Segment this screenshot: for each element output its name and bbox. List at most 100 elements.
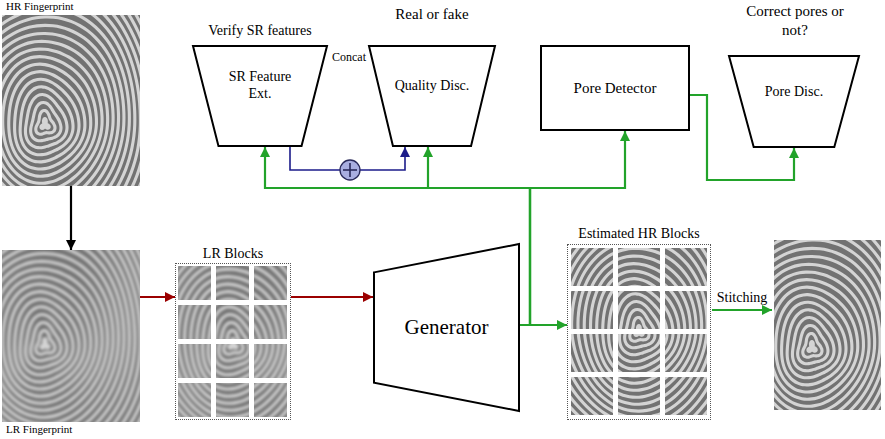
- ridge-line: [665, 248, 707, 286]
- ridge-line: [216, 344, 249, 378]
- ridge-line: [618, 334, 660, 372]
- ridge-line: [254, 383, 287, 417]
- ridge-line: [571, 291, 613, 329]
- fingerprint-block: [216, 305, 249, 339]
- ridge-line: [665, 334, 707, 372]
- ridge-line: [254, 266, 287, 300]
- ridge-line: [178, 344, 211, 378]
- ridge-line: [618, 248, 660, 286]
- ridge-line: [2, 250, 140, 422]
- ridge-line: [216, 305, 249, 339]
- ridge-line: [216, 344, 249, 378]
- ridge-line: [665, 334, 707, 372]
- ridge-line: [618, 377, 660, 415]
- ridge-line: [254, 266, 287, 300]
- ridge-line: [216, 344, 249, 378]
- ridge-line: [665, 377, 707, 415]
- ridge-line: [2, 15, 140, 186]
- ridge-line: [254, 266, 287, 300]
- ridge-line: [216, 305, 249, 339]
- ridge-line: [178, 266, 211, 300]
- ridge-line: [618, 377, 660, 397]
- ridge-line: [178, 383, 211, 417]
- ridge-line: [178, 344, 211, 378]
- ridge-line: [216, 344, 249, 378]
- ridge-line: [571, 334, 613, 372]
- ridge-line: [571, 248, 613, 286]
- ridge-line: [254, 305, 287, 339]
- fingerprint-block: [178, 266, 211, 300]
- ridge-line: [31, 102, 61, 140]
- ridge-line: [665, 377, 707, 415]
- ridge-line: [178, 344, 211, 378]
- ridge-line: [618, 334, 660, 372]
- ridge-line: [216, 266, 249, 300]
- ridge-line: [571, 334, 613, 372]
- ridge-line: [571, 291, 613, 329]
- ridge-line: [618, 377, 660, 415]
- ridge-line: [618, 334, 660, 372]
- ridge-line: [216, 305, 249, 339]
- ridge-line: [571, 377, 613, 415]
- ridge-line: [665, 334, 707, 372]
- ridge-line: [774, 240, 881, 410]
- ridge-line: [178, 266, 211, 300]
- ridge-line: [665, 334, 707, 372]
- ridge-line: [178, 266, 211, 300]
- ridge-line: [571, 377, 613, 415]
- ridge-line: [178, 305, 211, 339]
- ridge-line: [178, 344, 211, 378]
- step-label: Stitching: [704, 289, 780, 307]
- ridge-line: [254, 266, 287, 300]
- ridge-line: [216, 305, 249, 339]
- ridge-line: [618, 248, 660, 286]
- annotation-text: Correct pores or not?: [736, 2, 854, 40]
- annotation-text: Real or fake: [372, 5, 492, 24]
- ridge-line: [665, 291, 707, 329]
- ridge-line: [216, 266, 249, 300]
- ridge-line: [665, 248, 707, 286]
- ridge-line: [618, 334, 660, 372]
- ridge-line: [618, 291, 660, 329]
- ridge-line: [216, 344, 249, 378]
- ridge-line: [178, 305, 211, 339]
- ridge-line: [254, 383, 287, 417]
- ridge-line: [2, 25, 119, 186]
- ridge-line: [665, 334, 707, 372]
- ridge-line: [618, 291, 660, 329]
- ridge-line: [618, 248, 660, 286]
- ridge-line: [216, 344, 249, 378]
- ridge-line: [2, 15, 140, 186]
- ridge-line: [571, 291, 613, 329]
- ridge-line: [2, 277, 96, 404]
- ridge-line: [618, 377, 660, 415]
- ridge-line: [618, 248, 660, 286]
- ridge-line: [665, 377, 707, 415]
- ridge-line: [618, 377, 660, 415]
- ridge-line: [254, 344, 287, 378]
- ridge-line: [178, 305, 211, 339]
- ridge-line: [178, 305, 211, 339]
- ridge-line: [216, 383, 249, 417]
- ridge-line: [216, 305, 249, 339]
- ridge-line: [774, 240, 881, 410]
- ridge-line: [774, 240, 881, 410]
- ridge-line: [25, 315, 67, 368]
- ridge-line: [774, 240, 881, 410]
- ridge-line: [2, 250, 140, 422]
- ridge-line: [178, 305, 211, 339]
- ridge-line: [618, 248, 660, 286]
- ridge-line: [618, 334, 660, 372]
- ridge-line: [571, 377, 613, 415]
- ridge-line: [665, 334, 707, 372]
- ridge-line: [665, 377, 707, 415]
- ridge-line: [178, 344, 211, 378]
- ridge-line: [178, 383, 211, 417]
- ridge-line: [216, 266, 249, 300]
- ridge-line: [618, 264, 660, 286]
- ridge-line: [178, 266, 211, 300]
- ridge-line: [178, 266, 211, 300]
- ridge-line: [216, 305, 249, 339]
- ridge-line: [665, 377, 707, 415]
- ridge-line: [216, 344, 249, 378]
